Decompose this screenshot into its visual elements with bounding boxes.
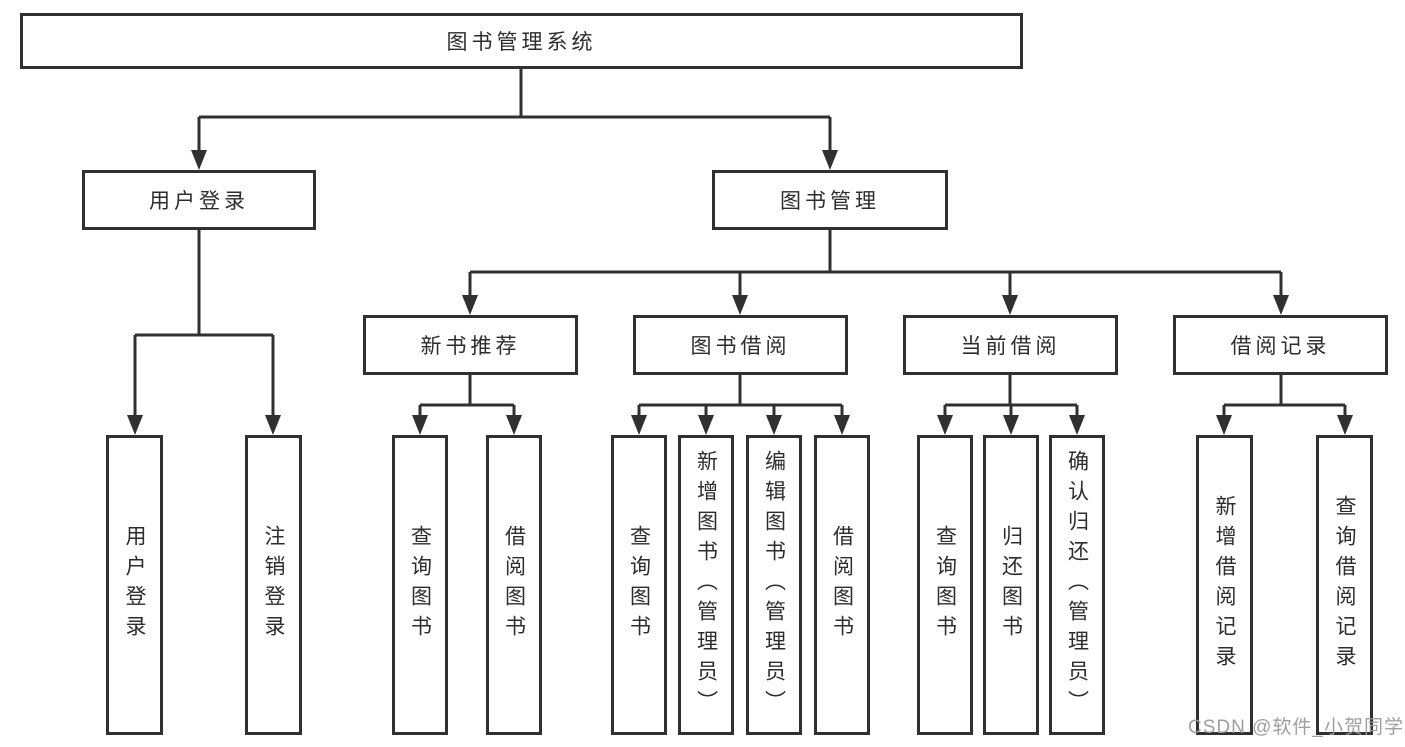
leaf-add-borrow-record: 新增借阅记录 xyxy=(1196,435,1253,735)
node-user-login-module: 用户登录 xyxy=(82,170,316,230)
node-book-management-module: 图书管理 xyxy=(712,170,948,230)
node-current-borrowing: 当前借阅 xyxy=(903,315,1118,375)
node-borrowing-records: 借阅记录 xyxy=(1173,315,1388,375)
node-new-book-recommendation: 新书推荐 xyxy=(363,315,578,375)
leaf-logout: 注销登录 xyxy=(245,435,302,735)
leaf-confirm-return-admin: 确认归还（管理员） xyxy=(1049,435,1105,735)
leaf-add-books-admin: 新增图书（管理员） xyxy=(678,435,734,735)
leaf-query-books: 查询图书 xyxy=(917,435,973,735)
csdn-watermark: CSDN @软件_小贺同学 xyxy=(1188,717,1404,738)
node-book-borrowing: 图书借阅 xyxy=(633,315,848,375)
node-root-library-system: 图书管理系统 xyxy=(20,13,1023,69)
leaf-query-borrow-record: 查询借阅记录 xyxy=(1316,435,1373,735)
leaf-query-books: 查询图书 xyxy=(611,435,667,735)
leaf-borrow-books: 借阅图书 xyxy=(814,435,870,735)
leaf-return-books: 归还图书 xyxy=(983,435,1039,735)
leaf-edit-books-admin: 编辑图书（管理员） xyxy=(746,435,802,735)
leaf-query-books: 查询图书 xyxy=(392,435,448,735)
leaf-borrow-books: 借阅图书 xyxy=(486,435,542,735)
arrowheads xyxy=(127,150,1353,435)
leaf-user-login: 用户登录 xyxy=(106,435,163,735)
